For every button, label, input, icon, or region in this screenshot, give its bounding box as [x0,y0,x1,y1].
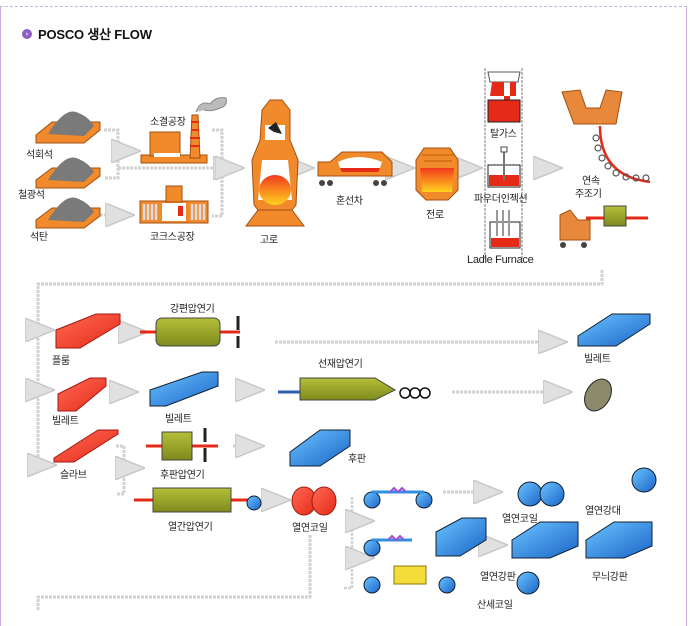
slab-icon [53,429,119,463]
label-checkered-plate: 무늬강판 [592,572,628,583]
label-hot-coil-2: 열연코일 [502,514,538,525]
connector-bracket-coil [344,497,354,590]
wire-rod-mill-icon [278,377,431,401]
limestone-pile-icon [35,111,101,144]
label-pickled-coil: 산세코일 [477,600,513,611]
plate-product-icon [289,429,351,467]
connectors [36,68,604,610]
connector-bracket-slab [116,444,126,496]
checkered-plate-icon [585,521,653,559]
label-iron-ore: 철광석 [18,190,45,201]
label-caster-line2: 주조기 [575,189,602,200]
label-powder-injection: 파우더인젝션 [474,194,528,205]
hot-coil-red-icon [291,486,337,516]
label-billet-mid: 빌레트 [165,414,192,425]
converter-icon [415,147,459,201]
label-hot-sheet: 열연강판 [480,572,516,583]
wire-rod-coil-icon [584,378,612,412]
ladle-furnace-icon [489,210,521,249]
label-bloom: 플룸 [52,356,70,367]
hot-strip-coil-icon [631,467,657,493]
label-billet: 빌레트 [52,416,79,427]
finishing-line-1-icon [363,486,433,509]
label-degassing: 탈가스 [490,129,517,140]
label-caster-line1: 연속 [582,176,600,187]
diagram-frame [0,6,687,626]
coke-plant-icon [139,185,209,224]
hot-strip-mill-icon [134,487,262,513]
continuous-caster-icon [559,89,651,248]
connector-bracket-raw [104,128,120,180]
iron-ore-pile-icon [35,157,101,189]
flow-diagram [0,68,657,610]
label-limestone: 석회석 [26,150,53,161]
label-ladle-furnace: Ladle Furnace [467,254,534,266]
hot-sheet-product-icon [511,521,579,559]
label-torpedo-car: 혼선차 [336,196,363,207]
title-text: POSCO 생산 FLOW [38,27,152,42]
billet-product-icon [577,313,651,347]
label-hot-coil: 열연코일 [292,523,328,534]
label-sinter-plant: 소결공장 [150,117,186,128]
label-plate: 후판 [348,454,366,465]
blast-furnace-icon [245,99,305,227]
billet-icon [57,377,107,412]
label-blast-furnace: 고로 [260,235,278,246]
label-plate-mill: 후판압연기 [160,470,205,481]
hot-sheet-stack-icon [435,517,487,557]
diagram-title: › POSCO 생산 FLOW [22,24,152,43]
blooming-mill-icon [140,316,240,348]
circle-chevron-right-icon: › [22,28,32,39]
label-wire-rod-mill: 선재압연기 [318,359,363,370]
label-hot-strip-mill: 열간압연기 [168,522,213,533]
connector-bracket-iron [212,128,224,218]
label-blooming-mill: 강편압연기 [170,304,215,315]
label-hot-strip: 열연강대 [585,506,621,517]
hot-coils-blue-icon [517,481,565,507]
label-billet-out: 빌레트 [584,354,611,365]
torpedo-car-icon [317,151,393,186]
connector-bottom-loop [36,535,312,610]
label-coal: 석탄 [30,232,48,243]
plate-mill-icon [146,428,218,462]
label-converter: 전로 [426,210,444,221]
pickling-line-icon [363,565,456,594]
degassing-vessel-icon [487,71,521,123]
pickled-coil-icon [516,571,540,595]
label-slab: 슬라브 [60,470,87,481]
billet-bundle-icon [149,371,219,407]
sinter-plant-icon [140,97,227,164]
finishing-line-2-icon [363,534,412,557]
refining-brackets [484,68,523,260]
coal-pile-icon [35,197,101,229]
label-coke-plant: 코크스공장 [150,232,195,243]
powder-injection-icon [487,146,521,188]
bloom-icon [55,313,121,349]
